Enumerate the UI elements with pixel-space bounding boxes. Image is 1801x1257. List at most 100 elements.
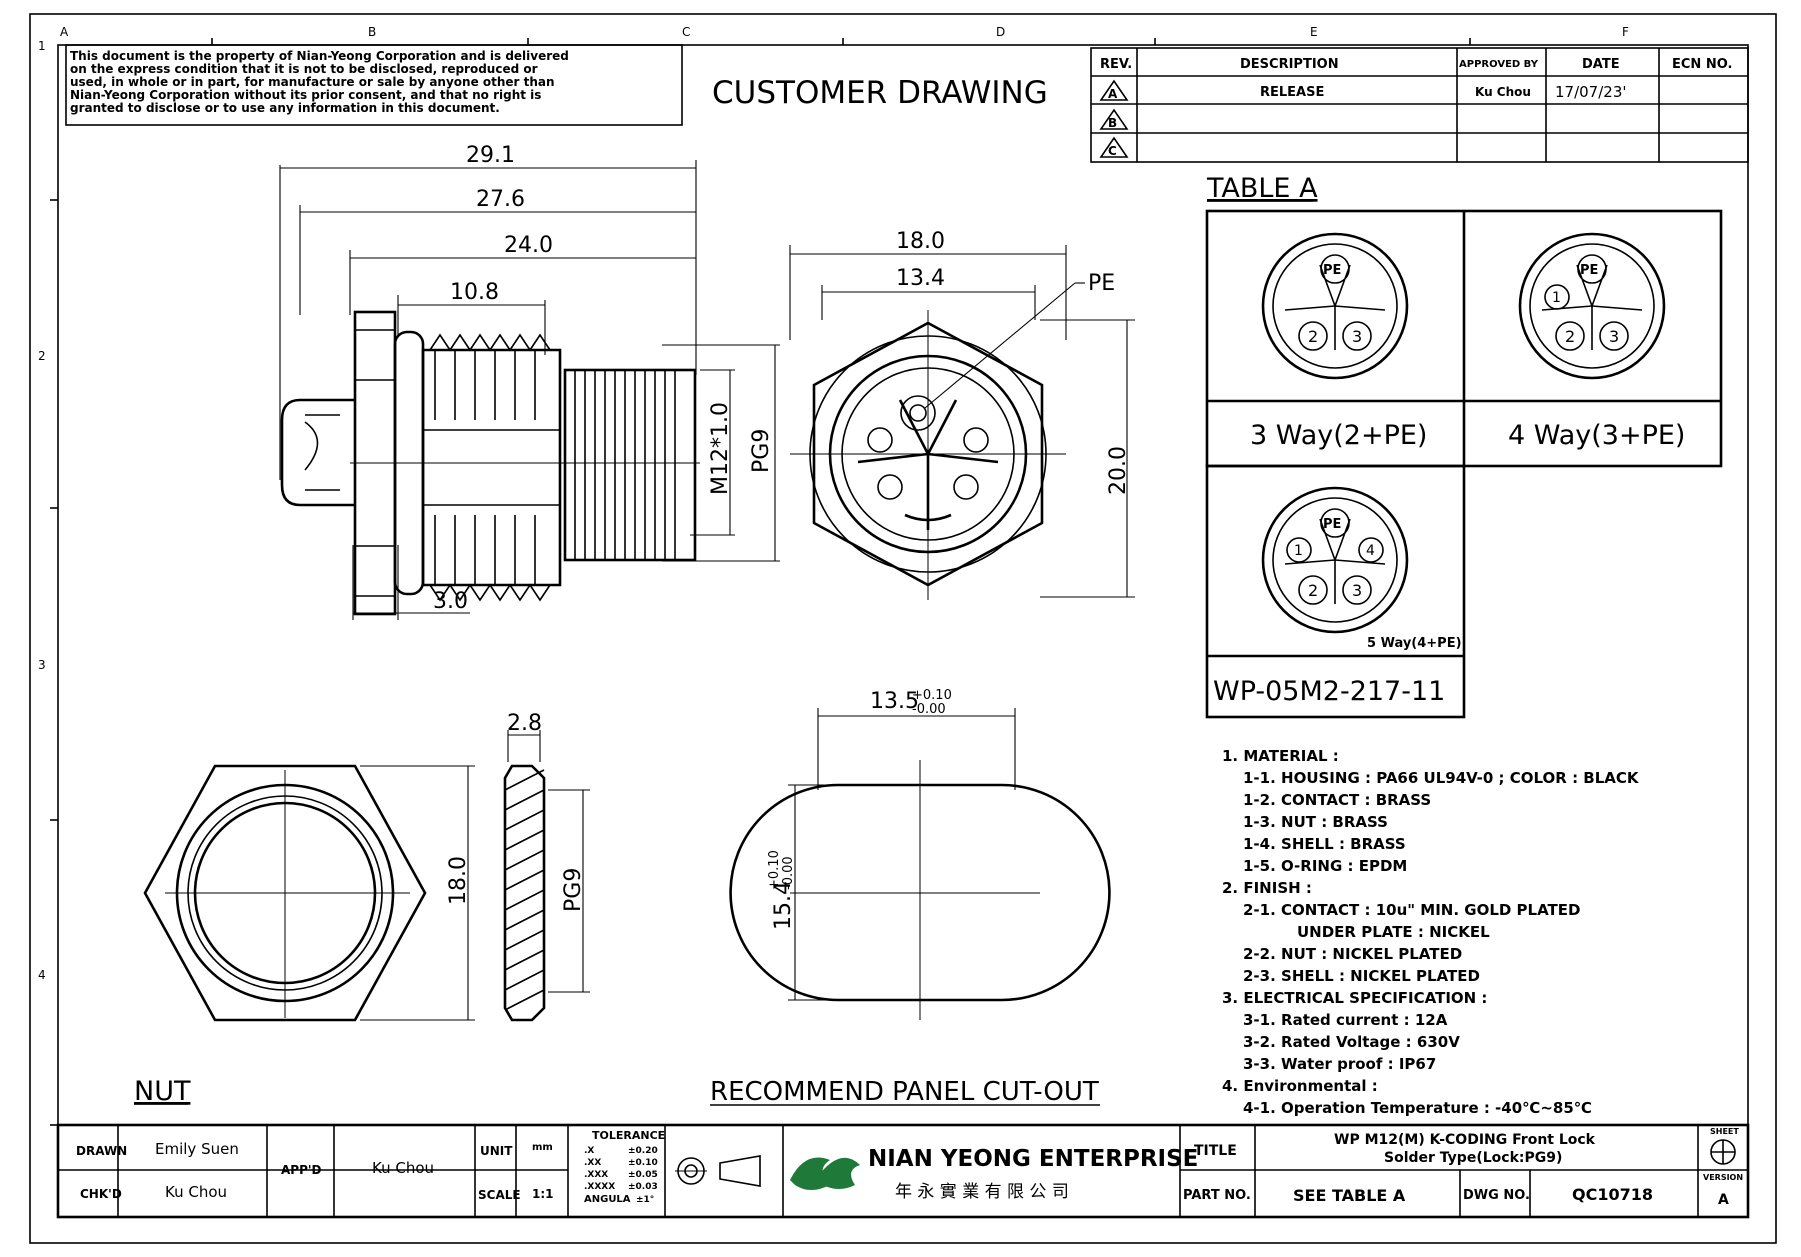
rev-a-date: 17/07/23'	[1555, 83, 1627, 101]
unit-value: mm	[532, 1142, 553, 1153]
company-logo-icon	[790, 1157, 860, 1190]
drawn-value: Emily Suen	[155, 1140, 239, 1158]
table-a: TABLE A PE 2 3 3 Way(2+PE) PE 1 2 3 4	[1205, 173, 1723, 719]
notice-line: Nian-Yeong Corporation without its prior…	[70, 88, 541, 102]
projection-symbol-icon	[675, 1155, 761, 1187]
appd-label: APP'D	[281, 1163, 322, 1177]
pin-3: 3	[1609, 327, 1619, 346]
tolerance-rows: .X ±0.20 .XX ±0.10 .XXX ±0.05 .XXXX ±0.0…	[584, 1146, 658, 1205]
dim-13-4: 13.4	[896, 266, 945, 291]
tol-val: ±0.10	[628, 1158, 658, 1168]
rev-a-description: RELEASE	[1260, 85, 1324, 100]
note-line: 2. FINISH :	[1222, 879, 1312, 897]
notes: 1. MATERIAL : 1-1. HOUSING : PA66 UL94V-…	[1222, 747, 1640, 1117]
tol-key: .XXXX	[584, 1182, 615, 1192]
dwgno-value: QC10718	[1572, 1185, 1653, 1204]
sheet-symbol-icon	[1710, 1139, 1736, 1165]
rev-a: A	[1108, 87, 1118, 101]
pin-4: 4	[1366, 543, 1375, 559]
connector-3-way: PE 2 3	[1261, 232, 1409, 380]
partno-value: SEE TABLE A	[1293, 1186, 1406, 1205]
cutout-height-tol-lower: -0.00	[781, 856, 796, 890]
cutout-width-tol-upper: +0.10	[912, 688, 952, 703]
note-line: 1-3. NUT : BRASS	[1243, 813, 1388, 831]
pe-label: PE	[1088, 271, 1115, 296]
note-line: 3-3. Water proof : IP67	[1243, 1055, 1436, 1073]
unit-label: UNIT	[480, 1144, 513, 1158]
note-line: 1. MATERIAL :	[1222, 747, 1339, 765]
nut-label: NUT	[134, 1076, 191, 1107]
pin-pe: PE	[1580, 263, 1598, 278]
tolerance-title: TOLERANCE	[592, 1129, 665, 1142]
pin-2: 2	[1308, 581, 1318, 600]
rev-b: B	[1108, 116, 1117, 130]
tol-val: ±0.20	[628, 1146, 658, 1156]
tol-val: ±1°	[636, 1195, 654, 1205]
front-view: 18.0 13.4 20.0 PE	[789, 229, 1135, 600]
label-5-way: 5 Way(4+PE)	[1367, 636, 1462, 651]
dim-10-8: 10.8	[450, 280, 499, 305]
pin-2: 2	[1308, 327, 1318, 346]
inner-border	[57, 44, 1749, 1218]
tol-key: .XX	[584, 1158, 601, 1168]
part-number-5-way: WP-05M2-217-11	[1213, 676, 1445, 707]
nut-side-view: 2.8 PG9	[503, 711, 590, 1022]
cutout-label: RECOMMEND PANEL CUT-OUT	[710, 1077, 1099, 1107]
dim-29-1: 29.1	[466, 143, 515, 168]
tol-key: .XXX	[584, 1170, 608, 1180]
pin-1: 1	[1294, 543, 1303, 559]
nut-dim-2-8: 2.8	[507, 711, 542, 736]
partno-label: PART NO.	[1183, 1188, 1251, 1203]
panel-cutout-view: 13.5 +0.10 -0.00 15.4 +0.10 -0.00 RECOMM…	[710, 688, 1111, 1107]
dim-18-0-front: 18.0	[896, 229, 945, 254]
cutout-height-tol-upper: +0.10	[767, 850, 782, 890]
company-name-cn: 年 永 實 業 有 限 公 司	[895, 1182, 1069, 1202]
note-line: 1-4. SHELL : BRASS	[1243, 835, 1406, 853]
description-header: DESCRIPTION	[1240, 57, 1339, 72]
notice-line: used, in whole or in part, for manufactu…	[70, 75, 555, 89]
pin-3: 3	[1352, 581, 1362, 600]
version-label: VERSION	[1703, 1173, 1743, 1182]
grid-col-e: E	[1310, 25, 1318, 39]
cutout-width-tol-lower: -0.00	[912, 702, 946, 717]
chkd-value: Ku Chou	[165, 1183, 227, 1201]
grid-col-c: C	[682, 25, 690, 39]
tol-key: ANGULA	[584, 1194, 631, 1205]
dwgno-label: DWG NO.	[1463, 1188, 1530, 1203]
pin-3: 3	[1352, 327, 1362, 346]
note-line: 4-1. Operation Temperature : -40℃~85℃	[1243, 1099, 1592, 1117]
outer-border	[29, 13, 1777, 1244]
note-line: 1-5. O-RING : EPDM	[1243, 857, 1407, 875]
nut-dim-pg9: PG9	[561, 868, 586, 912]
nut-front-view: 18.0 NUT	[134, 764, 475, 1107]
note-line: 2-2. NUT : NICKEL PLATED	[1243, 945, 1462, 963]
company-name: NIAN YEONG ENTERPRISE	[868, 1146, 1198, 1172]
grid-row-4: 4	[38, 968, 46, 982]
label-3-way: 3 Way(2+PE)	[1250, 420, 1427, 451]
note-line: 3. ELECTRICAL SPECIFICATION :	[1222, 989, 1487, 1007]
grid-markers: A B C D E F 1 2 3 4	[38, 25, 1629, 1126]
pin-1: 1	[1552, 290, 1561, 306]
drawn-label: DRAWN	[76, 1144, 127, 1158]
notice-box	[65, 44, 683, 126]
grid-row-3: 3	[38, 658, 46, 672]
dim-m12: M12*1.0	[708, 402, 733, 495]
dim-27-6: 27.6	[476, 187, 525, 212]
connector-4-way: PE 1 2 3	[1518, 232, 1666, 380]
rev-c: C	[1108, 144, 1117, 158]
note-line: 1-2. CONTACT : BRASS	[1243, 791, 1431, 809]
chkd-label: CHK'D	[80, 1187, 122, 1201]
grid-col-d: D	[996, 25, 1005, 39]
dim-24-0: 24.0	[504, 233, 553, 258]
tol-key: .X	[584, 1146, 594, 1156]
pin-2: 2	[1565, 327, 1575, 346]
version-value: A	[1718, 1192, 1729, 1208]
note-line: 4. Environmental :	[1222, 1077, 1378, 1095]
tol-val: ±0.05	[628, 1170, 658, 1180]
note-line: 3-1. Rated current : 12A	[1243, 1011, 1448, 1029]
date-header: DATE	[1582, 57, 1620, 72]
side-view: 29.1 27.6 24.0 10.8 3.0 M12*1.0 PG9	[279, 143, 780, 620]
approved-header: APPROVED BY	[1459, 59, 1539, 70]
grid-row-1: 1	[38, 39, 46, 53]
